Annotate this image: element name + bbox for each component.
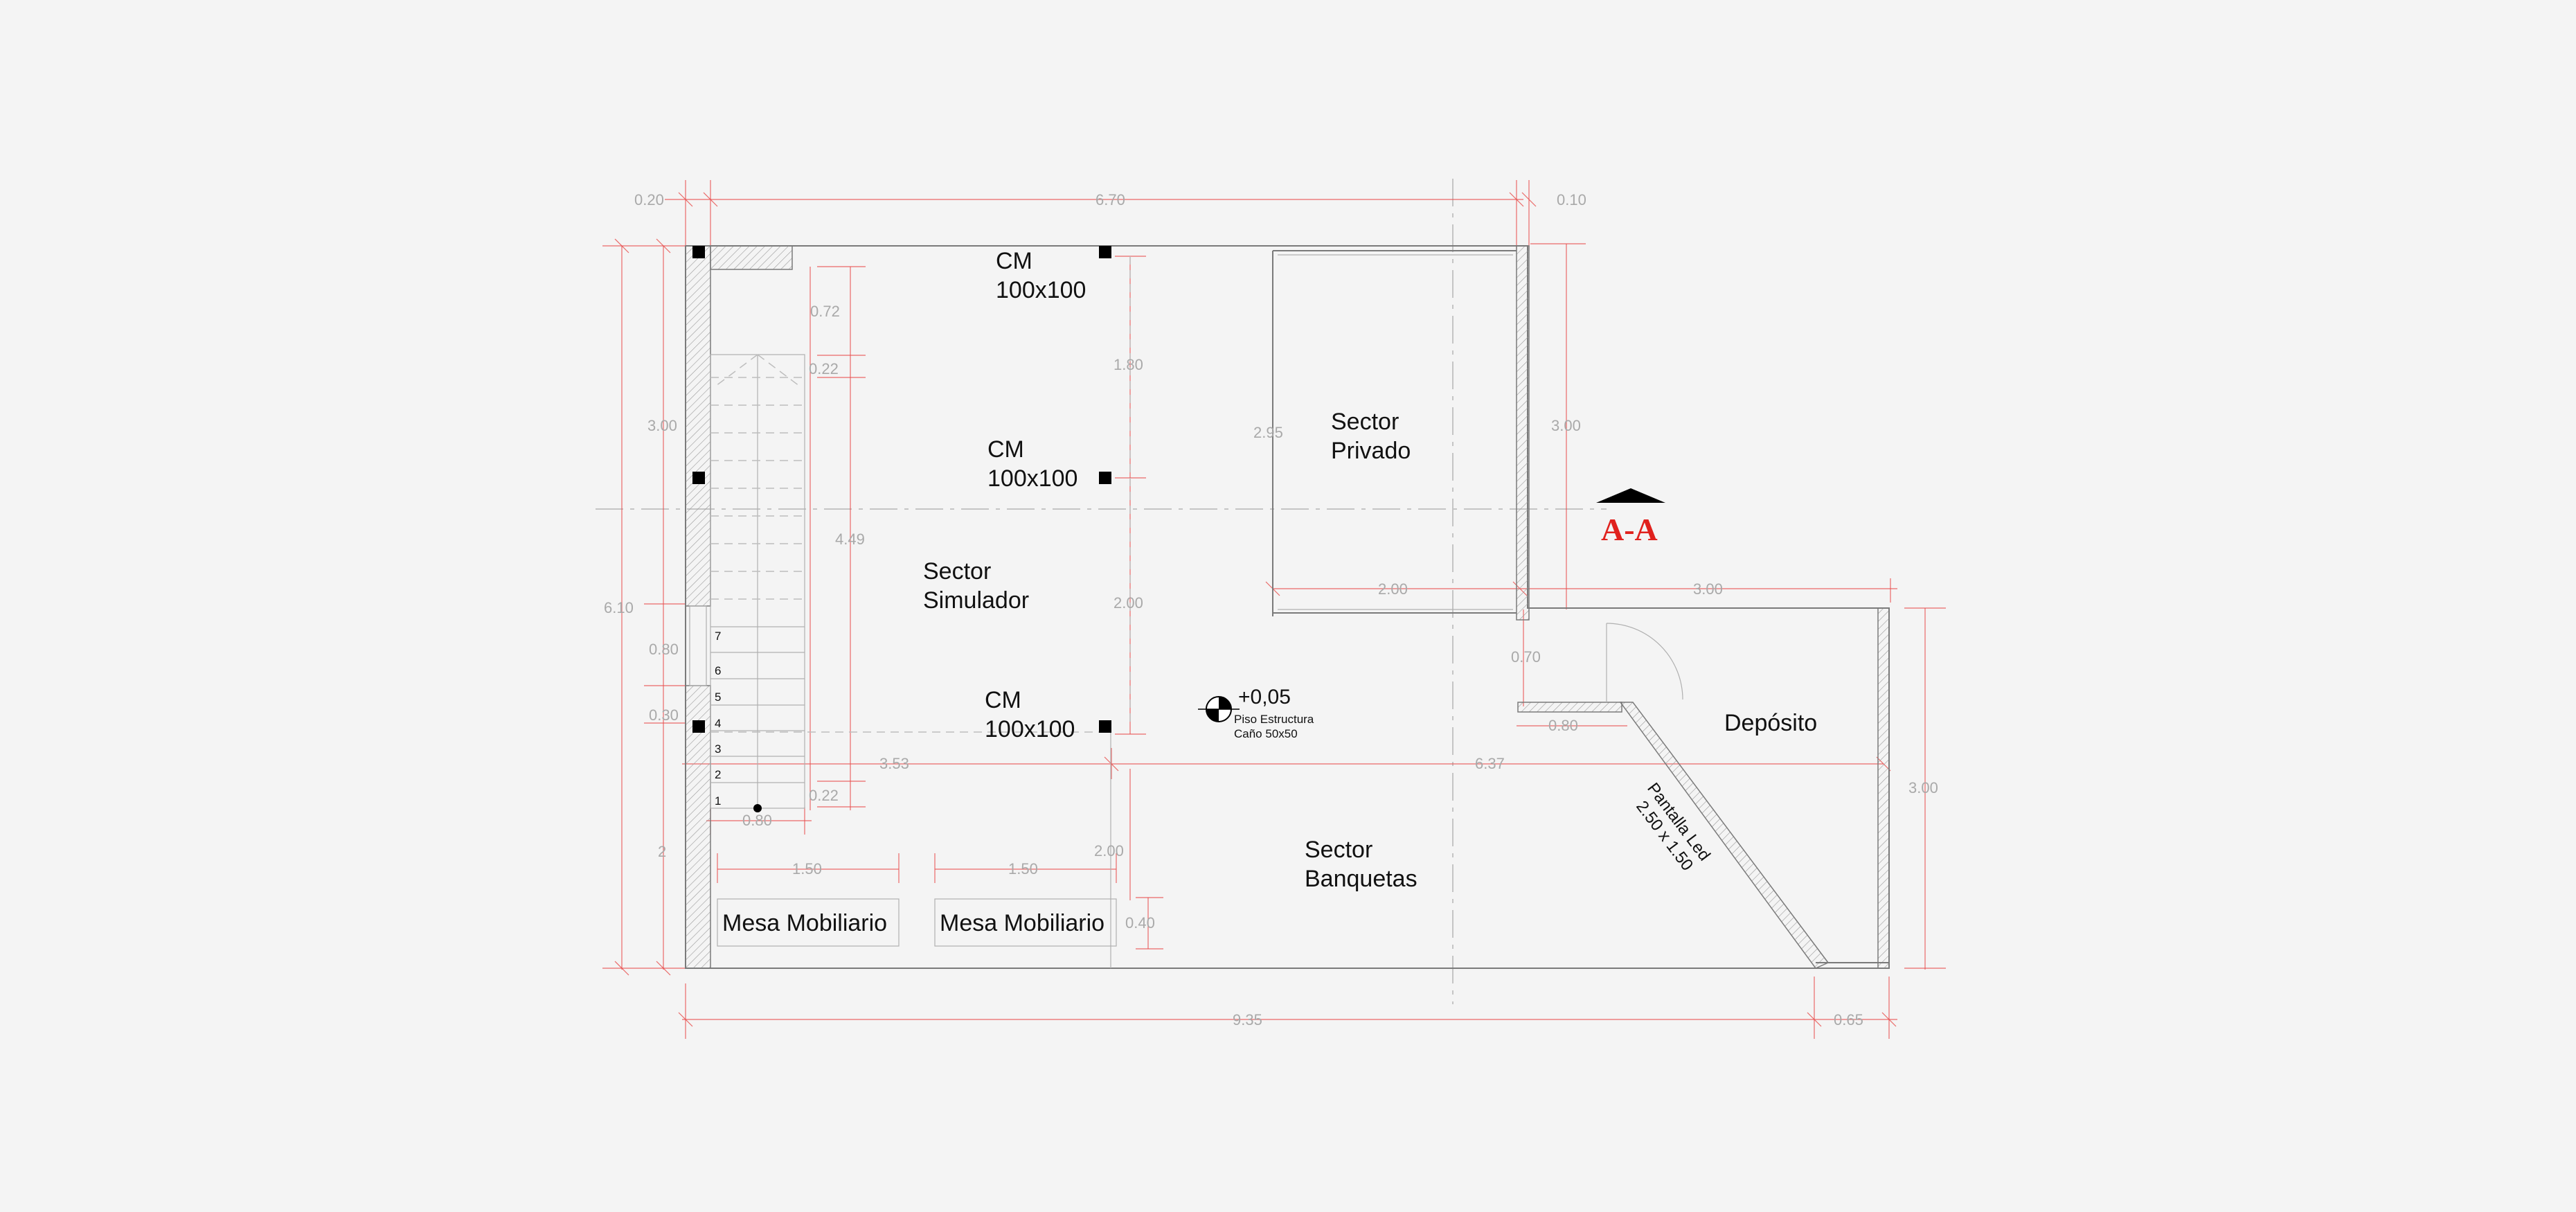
dim-mesa-040: 0.40: [1125, 914, 1155, 932]
dim-row-353: 3.53: [879, 755, 909, 772]
sector-banquetas-b: Banquetas: [1305, 866, 1417, 892]
dim-row-637: 6.37: [1475, 755, 1505, 772]
mesa-label-1: Mesa Mobiliario: [722, 910, 887, 936]
sector-simulador-b: Simulador: [923, 587, 1029, 614]
dim-mesa1-150: 1.50: [792, 860, 822, 877]
stair-step-6: 6: [715, 664, 721, 677]
cm-label-2b: 100x100: [987, 465, 1077, 492]
stair-step-3: 3: [715, 742, 721, 756]
cm-label-3a: CM: [985, 687, 1021, 713]
column-marker: [1099, 720, 1111, 733]
dim-bottom-935: 9.35: [1233, 1011, 1262, 1028]
dim-stair-022-top: 0.22: [809, 360, 839, 377]
level-piso: Piso Estructura: [1234, 713, 1314, 726]
column-marker: [1099, 472, 1111, 484]
dim-mid-200-lower: 2.00: [1094, 842, 1124, 859]
column-marker: [692, 472, 705, 484]
cm-label-1b: 100x100: [996, 277, 1086, 303]
dim-mid-200: 2.00: [1113, 594, 1143, 612]
section-marker: [1596, 488, 1665, 503]
cm-label-2a: CM: [987, 436, 1024, 463]
mesa-mobiliario-1: [717, 898, 900, 947]
stair-step-2: 2: [715, 768, 721, 781]
dimension-texts: 0.20 6.70 0.10 6.10 3.00 0.80 0.30 2 0.7…: [604, 191, 1938, 1028]
dim-stair-080: 0.80: [742, 812, 772, 829]
interior-dashed-lines: [710, 256, 1131, 968]
dim-stair-449: 4.49: [835, 531, 865, 548]
dim-top-right: 0.10: [1557, 191, 1586, 208]
dim-mid-180: 1.80: [1113, 356, 1143, 373]
dim-bottom-065: 0.65: [1834, 1011, 1863, 1028]
dim-stair-022-bottom: 0.22: [809, 787, 839, 804]
column-marker: [692, 720, 705, 733]
room-labels: CM 100x100 CM 100x100 CM 100x100 Sector …: [722, 248, 1817, 936]
walls: [685, 245, 1890, 969]
dim-left-bottom: 2: [658, 843, 666, 860]
cm-label-3b: 100x100: [985, 716, 1075, 742]
structural-columns: [692, 246, 1111, 733]
level-value: +0,05: [1238, 686, 1291, 709]
dim-left-total: 6.10: [604, 599, 634, 616]
dimension-lines: [602, 180, 1946, 1039]
stair: 7 6 5 4 3 2 1: [710, 354, 805, 812]
column-marker: [1099, 246, 1111, 258]
dim-left-030: 0.30: [649, 706, 679, 724]
dim-left-upper: 3.00: [647, 417, 677, 434]
axis-lines: [596, 179, 1607, 1004]
dim-private-200: 2.00: [1378, 580, 1408, 598]
stair-step-5: 5: [715, 690, 721, 704]
cm-label-1a: CM: [996, 248, 1032, 274]
section-mark-label: A-A: [1601, 512, 1658, 547]
deposito-label: Depósito: [1724, 710, 1817, 736]
dim-left-080: 0.80: [649, 641, 679, 658]
dim-right-300-mid: 3.00: [1693, 580, 1723, 598]
dim-private-295: 2.95: [1253, 424, 1283, 441]
stair-step-1: 1: [715, 794, 721, 808]
dim-right-300-upper: 3.00: [1551, 417, 1581, 434]
level-cano: Caño 50x50: [1234, 727, 1298, 740]
stair-step-7: 7: [715, 630, 721, 643]
dim-stair-072: 0.72: [810, 303, 840, 320]
sector-simulador-a: Sector: [923, 558, 991, 585]
stair-step-4: 4: [715, 717, 721, 730]
dim-mesa2-150: 1.50: [1008, 860, 1038, 877]
sector-banquetas-a: Sector: [1305, 837, 1372, 863]
mesa-label-2: Mesa Mobiliario: [940, 910, 1104, 936]
column-marker: [692, 246, 705, 258]
dim-depo-070: 0.70: [1511, 648, 1541, 666]
mesa-mobiliario-2: [934, 898, 1117, 947]
dim-top-left: 0.20: [634, 191, 664, 208]
dim-top-main: 6.70: [1095, 191, 1125, 208]
sector-privado-b: Privado: [1331, 438, 1411, 464]
level-marker: [1198, 696, 1240, 722]
dim-depo-080: 0.80: [1548, 717, 1578, 734]
sector-privado-a: Sector: [1331, 409, 1399, 435]
dim-right-300-lower: 3.00: [1908, 779, 1938, 796]
furniture: [717, 898, 1117, 947]
